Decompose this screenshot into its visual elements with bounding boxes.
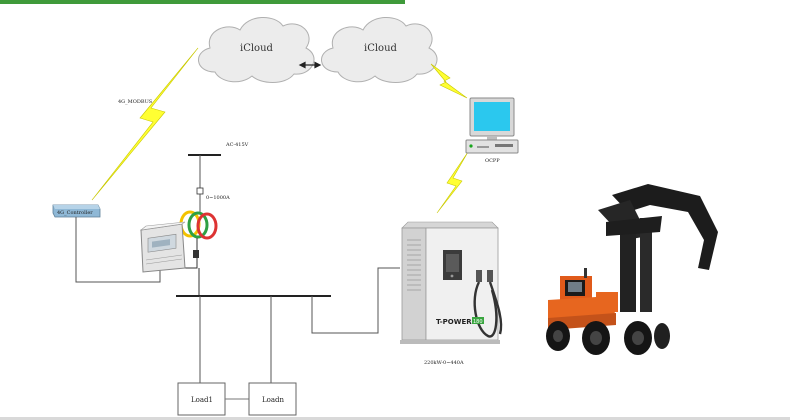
lightning-4g-icon [91,47,199,201]
reach-stacker-icon [546,184,718,355]
breaker-icon [196,187,204,195]
cloud-left-label: iCloud [240,43,274,54]
controller-label: 4G_Controller [57,210,93,216]
load1-label: Load1 [191,396,213,404]
ct-connector-icon [193,250,199,258]
loadn-label: Loadn [262,396,285,404]
lightning-cloud-pc-icon [430,63,468,99]
link-4g-label: 4G_MODBUS [118,99,153,105]
ev-charger-icon [400,221,503,344]
charger-spec-label: 220kW-0~440A [424,360,464,366]
ct-meter-wire [183,238,198,269]
cloud-right-label: iCloud [364,43,398,54]
top-accent-bar [0,0,405,4]
bottom-divider [0,417,790,420]
charger-brand-badge-label: 180 [473,319,483,325]
cloud-link-arrow-icon [298,61,322,69]
loadn-box [248,382,297,416]
cloud-left-icon [198,17,315,83]
energy-meter-icon [139,221,186,273]
controller-icon [52,204,101,218]
load1-box [177,382,226,416]
ct-label: 0~1000A [206,195,230,201]
computer-icon [465,97,519,154]
lightning-pc-charger-icon [436,151,469,214]
controller-meter-wire [75,217,161,283]
ac-bus-label: AC-415V [225,142,249,148]
charger-feeder-line [311,267,400,334]
charger-brand-badge [472,317,484,324]
ocpp-label: OCPP [485,158,500,164]
charger-brand-label: T-POWER [436,318,472,326]
current-transformer-icon [179,210,218,240]
cloud-right-icon [321,17,438,83]
